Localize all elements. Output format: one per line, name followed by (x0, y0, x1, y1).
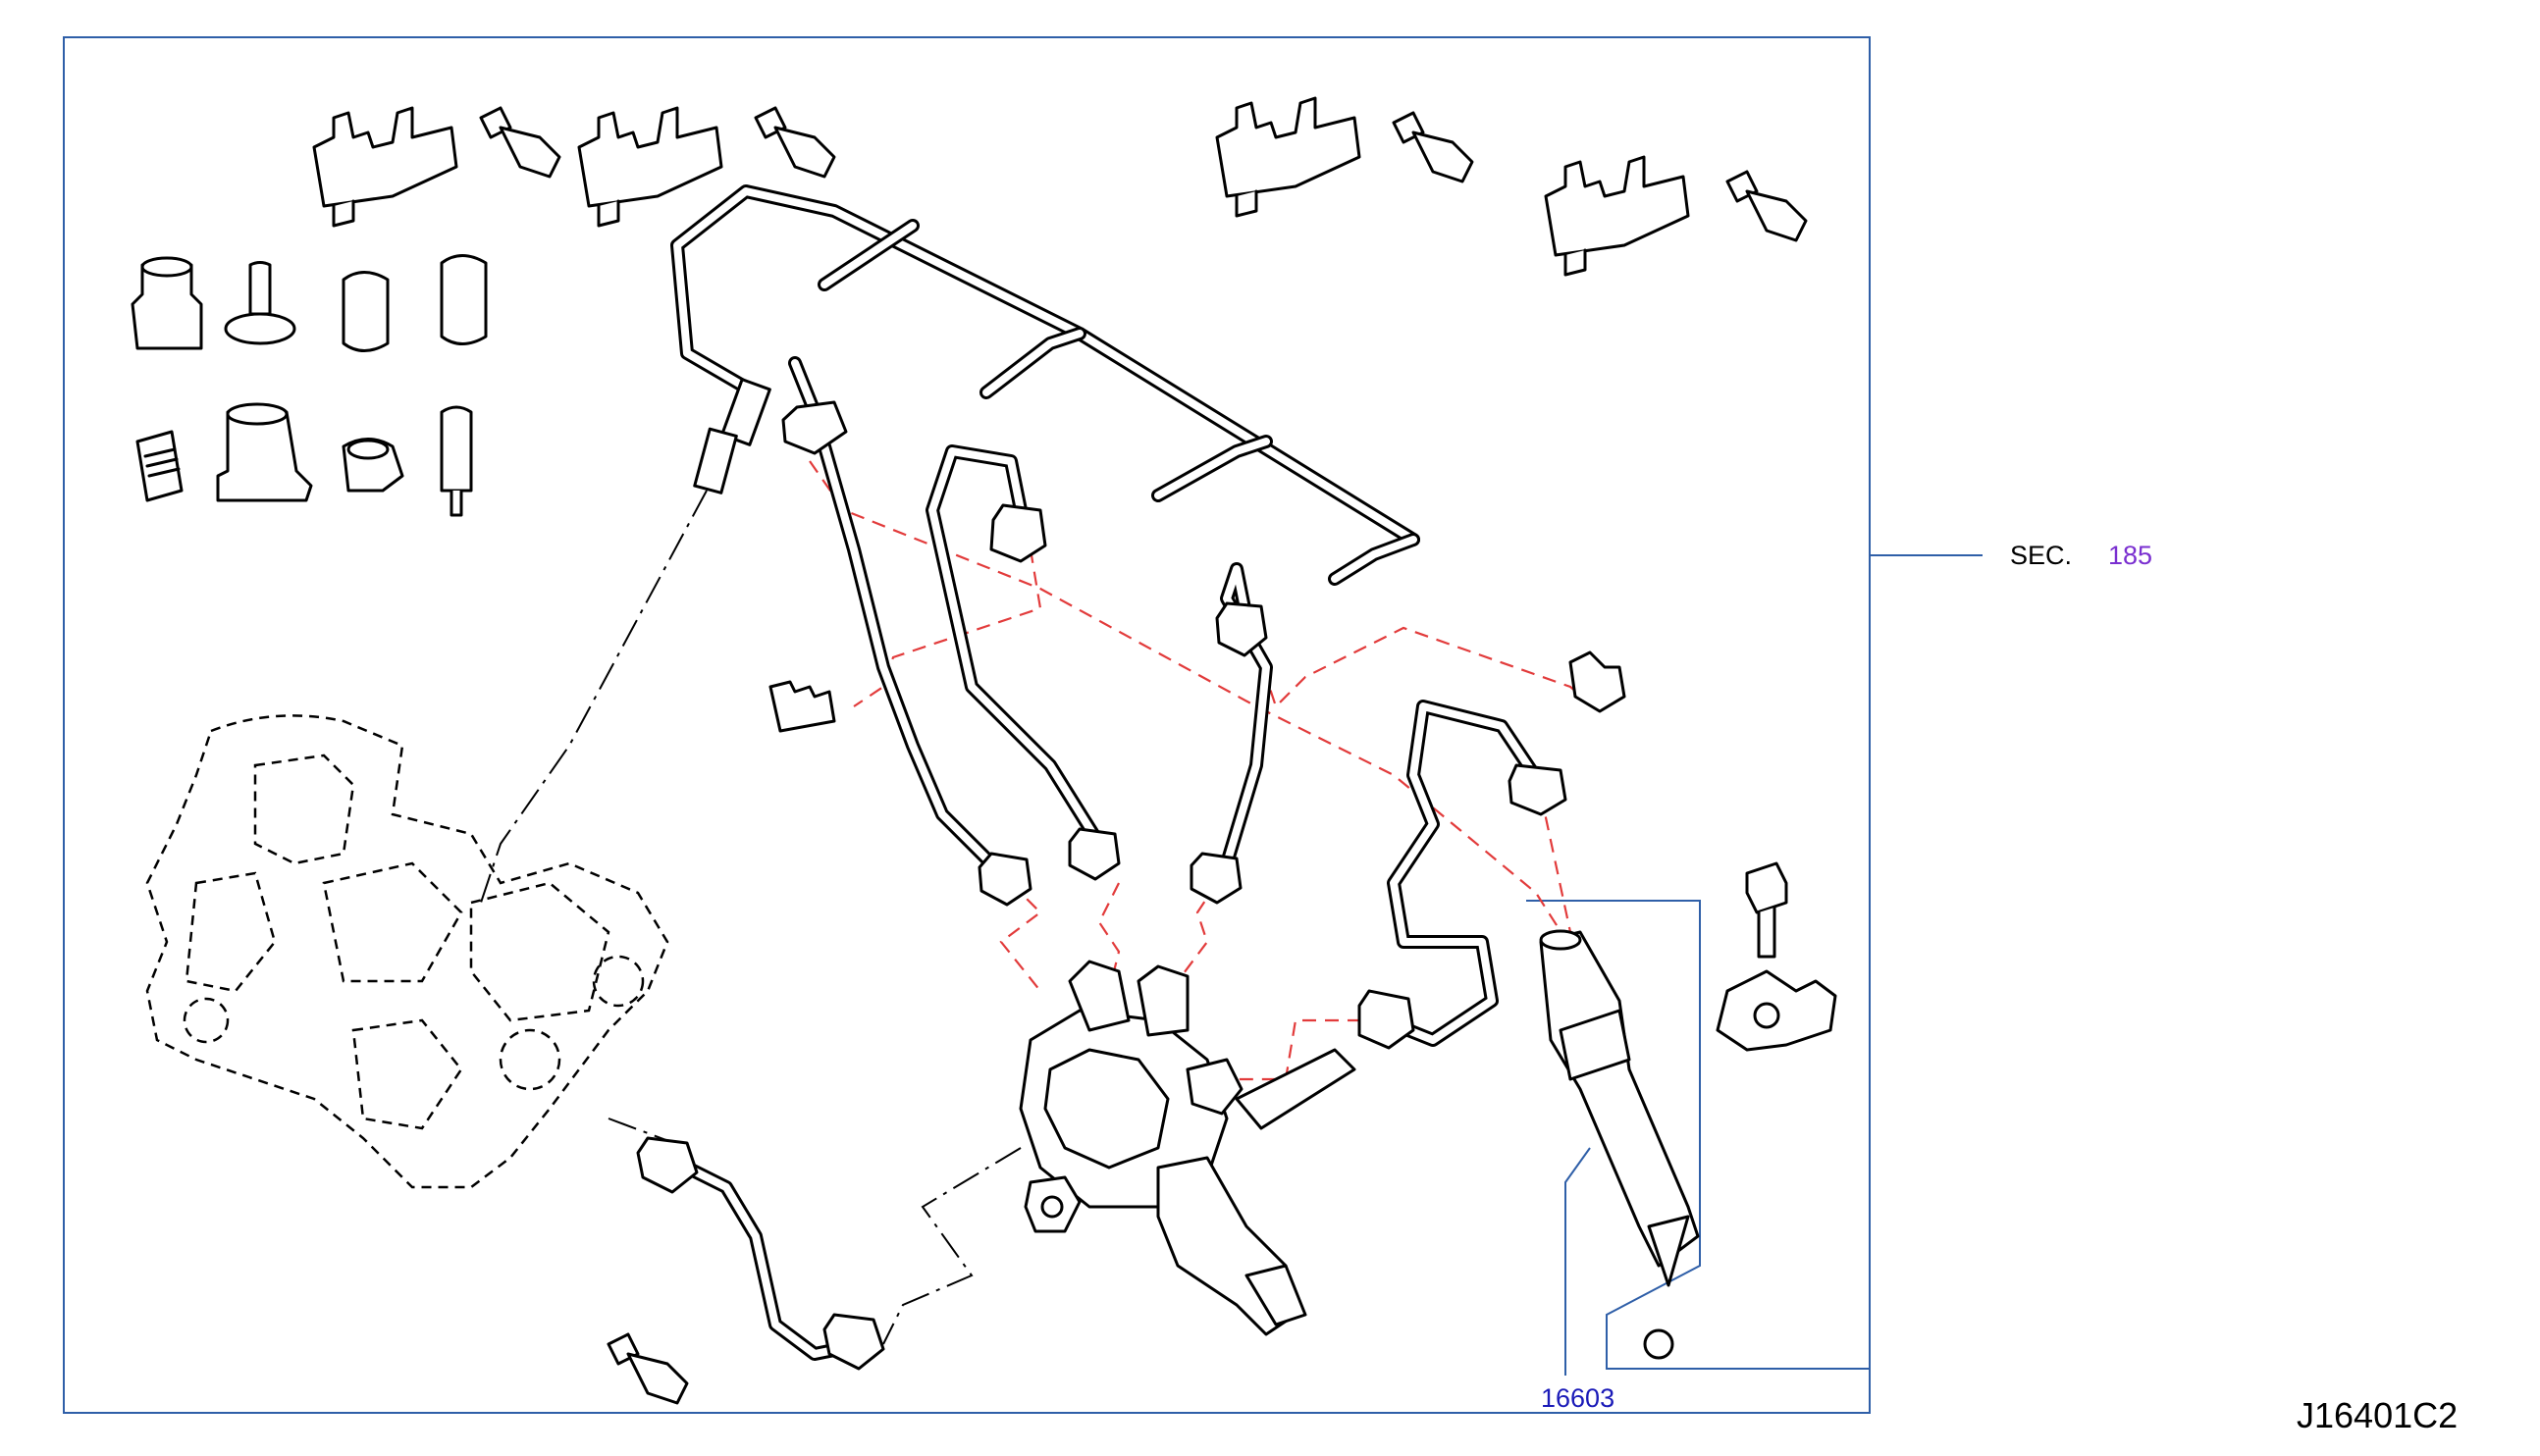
pipe-clamp-icon (577, 106, 723, 228)
grommet-icon (479, 106, 561, 179)
cap-icon (131, 256, 203, 350)
chain-line (882, 1147, 1022, 1345)
section-number-link[interactable]: 185 (2108, 541, 2152, 570)
tube-nut (636, 400, 1567, 1371)
pipe-clamp-icon (1215, 96, 1361, 218)
section-prefix: SEC. (2010, 541, 2072, 570)
injector-subframe (1526, 900, 1870, 1370)
grommet-icon (754, 106, 836, 179)
fuel-pump-icon (1019, 960, 1356, 1336)
bolt-icon (1745, 861, 1788, 959)
grommet-icon (1392, 111, 1474, 183)
fuel-injector-icon (1539, 929, 1700, 1360)
engine-outline-icon (145, 714, 669, 1189)
injector-clamp-icon (1716, 969, 1837, 1052)
sleeve-icon (342, 271, 390, 352)
pipe-clamp-icon (312, 106, 458, 228)
grommet-icon (607, 1332, 689, 1405)
pipe-clamp-icon (768, 680, 836, 733)
part-number-leader (1564, 1147, 1591, 1376)
pipe-clamp-icon (1568, 650, 1626, 713)
illustration-code: J16401C2 (2297, 1395, 2458, 1435)
bushing-icon (342, 438, 404, 493)
sleeve-icon (440, 254, 488, 345)
chain-line (480, 490, 708, 904)
grommet-icon (1725, 170, 1808, 242)
connector-icon (440, 405, 473, 517)
diagram-frame (63, 36, 1871, 1414)
notice-label-icon (135, 430, 184, 502)
fuel-tube-icon (670, 184, 1420, 586)
part-number-link[interactable]: 16603 (1541, 1383, 1614, 1413)
bushing-icon (216, 402, 313, 502)
pipe-clamp-icon (1544, 155, 1690, 277)
grommet-icon (224, 261, 296, 345)
